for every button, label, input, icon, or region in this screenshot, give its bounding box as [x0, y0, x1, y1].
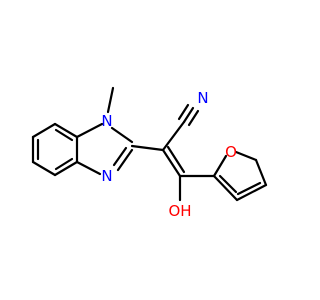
bond: [161, 120, 186, 152]
bond: [54, 157, 74, 171]
bond: [187, 109, 200, 127]
bond: [31, 122, 57, 139]
bond: [53, 122, 79, 139]
bond: [112, 146, 128, 167]
bond: [234, 150, 258, 162]
bond: [130, 144, 165, 152]
methyl-bond: [106, 86, 115, 114]
bond: [53, 160, 79, 177]
molecule-canvas: N N N O OH: [31, 86, 268, 220]
bond: [182, 106, 195, 124]
bond: [31, 160, 57, 177]
bond: [218, 174, 238, 194]
structure-diagram: N N N O OH: [31, 86, 268, 220]
bond: [254, 158, 268, 187]
bond: [212, 174, 239, 202]
atom-label-oxygen-furan: O: [225, 143, 237, 161]
bond: [161, 148, 182, 178]
bond: [177, 103, 190, 121]
atom-label-nitrogen-methyl: N: [101, 112, 112, 130]
bond: [75, 122, 104, 139]
benzene-ring: [31, 122, 79, 177]
bond: [166, 145, 186, 174]
atom-label-hydroxyl: OH: [168, 202, 191, 220]
bond: [212, 154, 228, 178]
furan-ring: [212, 150, 268, 202]
bond: [75, 160, 102, 176]
bond: [116, 148, 134, 172]
atom-label-nitrogen-nitrile: N: [197, 89, 208, 107]
bond: [236, 181, 262, 196]
bond: [110, 126, 134, 144]
atom-label-nitrogen-imine: N: [101, 167, 112, 185]
bond: [235, 183, 268, 202]
acrylonitrile-core: [130, 103, 216, 202]
imidazole-ring: [75, 86, 134, 176]
bond: [54, 128, 74, 142]
